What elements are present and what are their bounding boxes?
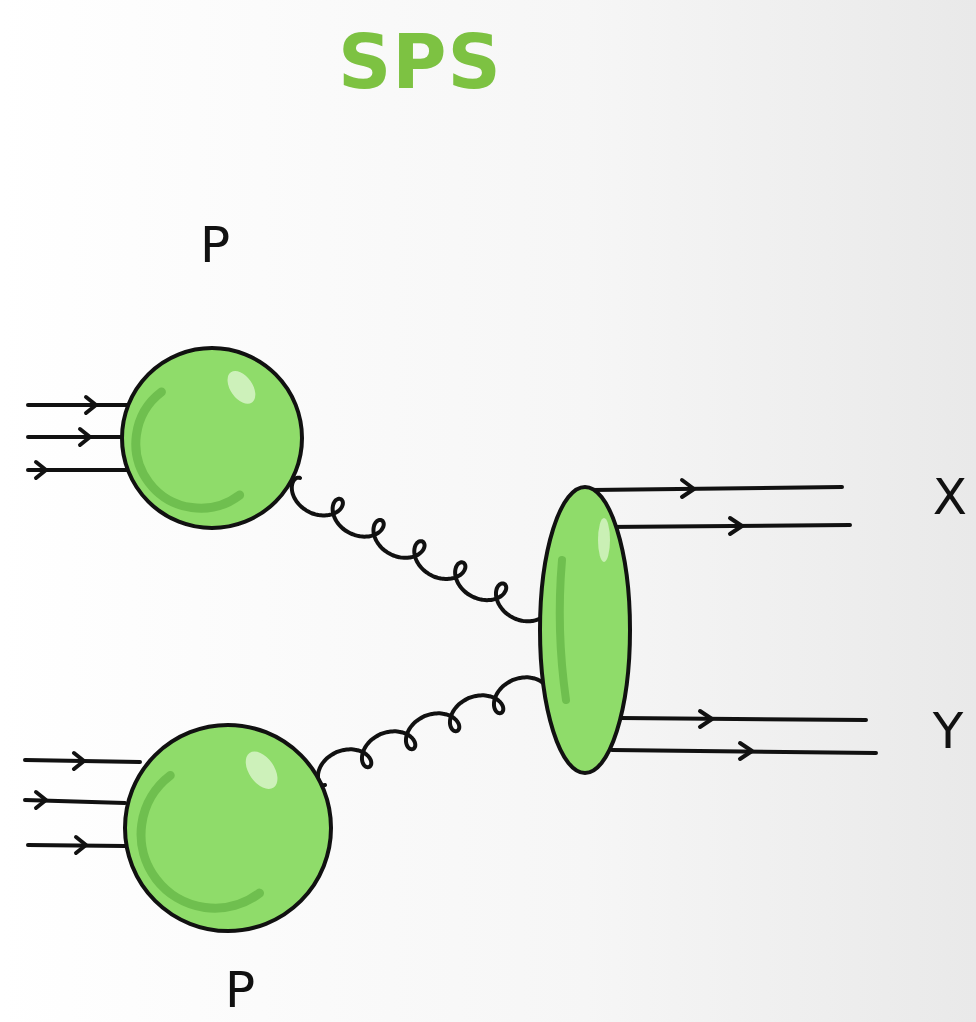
proton-circle: P (120, 346, 304, 530)
proton-label: P (225, 965, 255, 1015)
incoming-quarks (25, 397, 140, 853)
title: SPS (338, 25, 502, 99)
proton-fill (125, 725, 331, 931)
proton-label: P (200, 220, 230, 270)
shading (141, 776, 259, 909)
highlight (222, 366, 261, 409)
highlight (239, 746, 284, 795)
outgoing-particles (592, 480, 876, 759)
circle-shape (120, 346, 304, 530)
circle-shape (123, 723, 333, 933)
proton-circle: P (123, 723, 333, 933)
particle-label: Y (933, 706, 964, 756)
proton-fill (122, 348, 302, 528)
interaction-blob (540, 487, 630, 773)
gluon-lines (292, 478, 547, 786)
particle-label: X (933, 472, 967, 522)
shading (136, 392, 240, 508)
gluon (318, 677, 547, 785)
gluon (292, 478, 547, 622)
